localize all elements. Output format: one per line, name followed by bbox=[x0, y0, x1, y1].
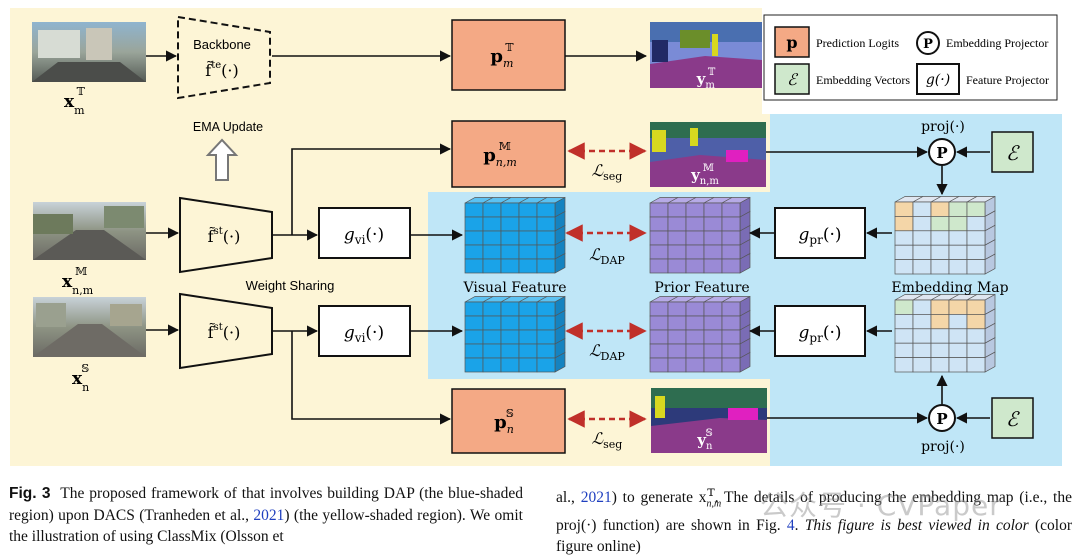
g-pr-top-label: gpr(·) bbox=[799, 225, 842, 247]
loss-seg-top: ℒseg bbox=[592, 161, 623, 183]
f-st-mixed-label: f̃st(·) bbox=[208, 226, 241, 246]
svg-text:P: P bbox=[923, 37, 933, 52]
loss-dap-top: ℒDAP bbox=[589, 245, 625, 267]
f-st-source-label: f̃st(·) bbox=[208, 322, 241, 342]
caption-right: al., 2021) to generate xn,m𝕋. The detail… bbox=[556, 488, 1072, 556]
logits-source-label: pn𝕊 bbox=[494, 407, 514, 436]
prior-feature-cube-bottom bbox=[649, 295, 751, 373]
g-vi-source-label: gvi(·) bbox=[344, 323, 384, 345]
svg-text:Embedding Projector: Embedding Projector bbox=[946, 36, 1048, 50]
image-x-target bbox=[32, 22, 146, 82]
svg-text:Prediction Logits: Prediction Logits bbox=[816, 36, 899, 50]
g-vi-mixed-box bbox=[318, 207, 411, 259]
label-x-source: xn𝕊 bbox=[72, 362, 89, 394]
svg-text:g(·): g(·) bbox=[926, 72, 950, 88]
logits-target-label: pm𝕋 bbox=[490, 41, 514, 70]
projector-bottom bbox=[928, 404, 956, 432]
legend-embedding-swatch bbox=[774, 63, 810, 95]
legend-logits-swatch bbox=[774, 26, 810, 58]
legend-projector-icon bbox=[916, 31, 940, 55]
legend: p Prediction Logits P Embedding Projecto… bbox=[763, 14, 1058, 101]
g-pr-bottom-label: gpr(·) bbox=[799, 323, 842, 345]
prior-feature-cube-top bbox=[649, 196, 751, 274]
embedding-map-label: Embedding Map bbox=[891, 280, 1008, 296]
logits-mixed-box bbox=[451, 120, 566, 188]
student-encoder-source bbox=[179, 292, 273, 370]
prior-feature-label: Prior Feature bbox=[654, 280, 749, 296]
caption-left: Fig. 3 The proposed framework of that in… bbox=[9, 485, 524, 545]
logits-mixed-label: pn,m𝕄 bbox=[483, 140, 517, 169]
svg-text:Feature Projector: Feature Projector bbox=[966, 73, 1049, 87]
svg-text:yn𝕊: yn𝕊 bbox=[696, 428, 713, 452]
seg-map-mixed: yn,m𝕄 bbox=[650, 122, 766, 187]
projector-bottom-label: P bbox=[936, 410, 947, 428]
flow-arrows bbox=[146, 50, 990, 425]
seg-map-source: yn𝕊 bbox=[651, 388, 767, 453]
image-x-mixed bbox=[33, 202, 146, 260]
ref-fig4[interactable]: 4 bbox=[786, 516, 795, 534]
projector-top-label: P bbox=[936, 144, 947, 162]
svg-text:ym𝕋: ym𝕋 bbox=[696, 67, 716, 91]
weight-sharing-label: Weight Sharing bbox=[246, 278, 335, 293]
logits-source-box bbox=[451, 388, 566, 454]
embedding-vectors-bottom bbox=[991, 397, 1034, 439]
label-x-mixed: xn,m𝕄 bbox=[62, 265, 94, 297]
ref-tranheden[interactable]: 2021 bbox=[253, 506, 285, 524]
watermark: 公众号 · CVPaper bbox=[760, 489, 1002, 522]
legend-projector-box bbox=[916, 63, 960, 95]
svg-text:yn,m𝕄: yn,m𝕄 bbox=[690, 163, 719, 187]
backbone-label: Backbone bbox=[193, 37, 251, 52]
logits-target-box bbox=[451, 19, 566, 91]
embedding-vectors-top-label: ℰ bbox=[1006, 141, 1020, 165]
ema-arrow bbox=[205, 138, 239, 181]
f-te-label: f̃te(·) bbox=[205, 60, 238, 80]
loss-seg-bottom: ℒseg bbox=[592, 429, 623, 451]
student-encoder-mixed bbox=[179, 196, 273, 274]
visual-feature-cube-top bbox=[464, 196, 566, 274]
label-x-target: xm𝕋 bbox=[64, 85, 86, 117]
seg-map-target: ym𝕋 bbox=[650, 22, 762, 91]
proj-bottom-label: proj(·) bbox=[921, 439, 965, 455]
embedding-map-cube-top bbox=[894, 195, 996, 275]
image-x-source bbox=[33, 297, 146, 357]
projector-top bbox=[928, 138, 956, 166]
ema-update-label: EMA Update bbox=[193, 120, 263, 134]
svg-text:ℰ: ℰ bbox=[787, 70, 799, 89]
fig-label: Fig. 3 bbox=[9, 485, 51, 502]
svg-text:Embedding Vectors: Embedding Vectors bbox=[816, 73, 910, 87]
g-vi-mixed-label: gvi(·) bbox=[344, 225, 384, 247]
visual-feature-cube-bottom bbox=[464, 295, 566, 373]
loss-dap-bottom: ℒDAP bbox=[589, 341, 625, 363]
ref-olsson[interactable]: 2021 bbox=[580, 489, 612, 507]
proj-top-label: proj(·) bbox=[921, 119, 965, 135]
visual-feature-label: Visual Feature bbox=[462, 280, 566, 296]
framework-figure: xm𝕋 xn,m𝕄 xn𝕊 Backbone f̃te(·) f̃st(·) f… bbox=[10, 8, 1062, 466]
backbone-teacher bbox=[177, 15, 271, 100]
embedding-vectors-top bbox=[991, 131, 1034, 173]
embedding-vectors-bottom-label: ℰ bbox=[1006, 407, 1020, 431]
svg-text:p: p bbox=[786, 33, 797, 52]
embedding-map-cube-bottom bbox=[894, 293, 996, 373]
